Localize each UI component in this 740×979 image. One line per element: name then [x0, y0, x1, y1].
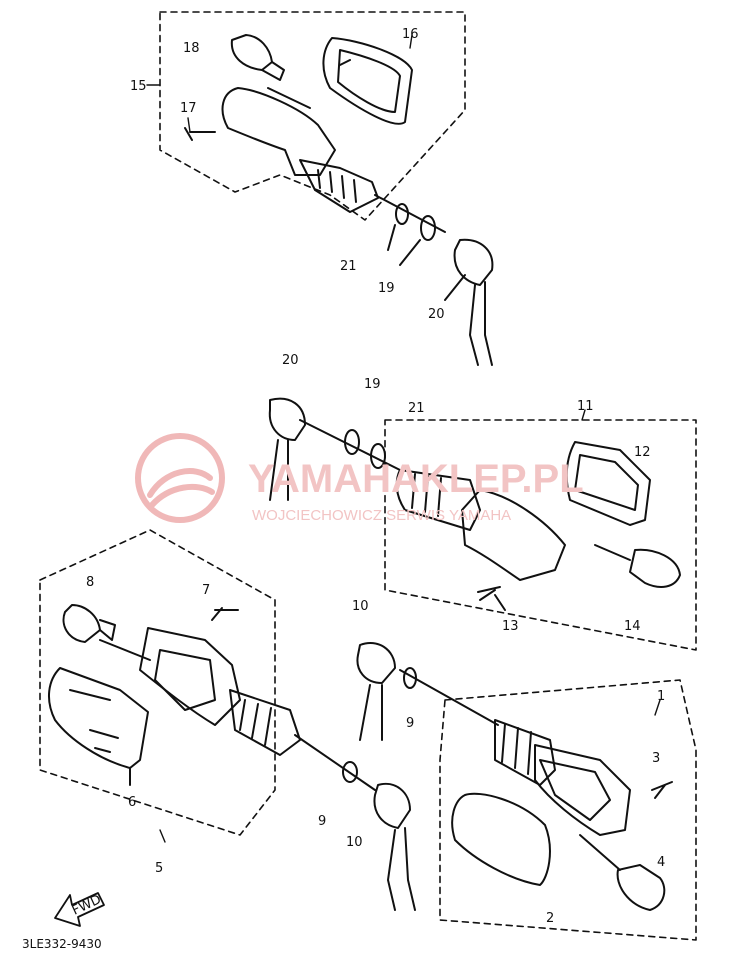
part-label-10a: 10 — [346, 835, 363, 850]
part-label-8: 8 — [86, 575, 94, 590]
part-label-6: 6 — [128, 795, 136, 810]
part-label-21a: 21 — [340, 259, 357, 274]
part-label-19b: 19 — [364, 377, 381, 392]
part-label-21b: 21 — [408, 401, 425, 416]
part-label-7: 7 — [202, 583, 210, 598]
part-label-4: 4 — [657, 855, 665, 870]
part-label-5: 5 — [155, 861, 163, 876]
watermark-sub: WOJCIECHOWICZ SERWIS YAMAHA — [252, 507, 511, 524]
watermark-logo — [135, 433, 225, 523]
watermark-main: YAMAHAKLEP.PL — [248, 457, 584, 501]
fwd-label: FWD — [70, 892, 104, 918]
group-11-rear-right-signal — [268, 397, 697, 651]
part-label-13: 13 — [502, 619, 519, 634]
part-label-20b: 20 — [282, 353, 299, 368]
part-label-19a: 19 — [378, 281, 395, 296]
group-15-rear-left-signal — [159, 11, 494, 366]
part-label-18: 18 — [183, 41, 200, 56]
part-label-20a: 20 — [428, 307, 445, 322]
fwd-arrow-icon — [54, 892, 105, 927]
part-label-3: 3 — [652, 751, 660, 766]
part-label-11: 11 — [577, 399, 594, 414]
part-label-9b: 9 — [406, 716, 414, 731]
part-label-1: 1 — [657, 689, 665, 704]
group-5-front-left-signal — [39, 529, 416, 911]
part-label-14: 14 — [624, 619, 641, 634]
part-label-12: 12 — [634, 445, 651, 460]
part-label-17: 17 — [180, 101, 197, 116]
group-1-front-right-signal — [356, 642, 697, 941]
part-label-2: 2 — [546, 911, 554, 926]
label-leaders — [146, 34, 661, 843]
part-label-16: 16 — [402, 27, 419, 42]
part-label-15: 15 — [130, 79, 147, 94]
part-label-9a: 9 — [318, 814, 326, 829]
diagram-code: 3LE332-9430 — [22, 937, 102, 951]
part-label-10b: 10 — [352, 599, 369, 614]
